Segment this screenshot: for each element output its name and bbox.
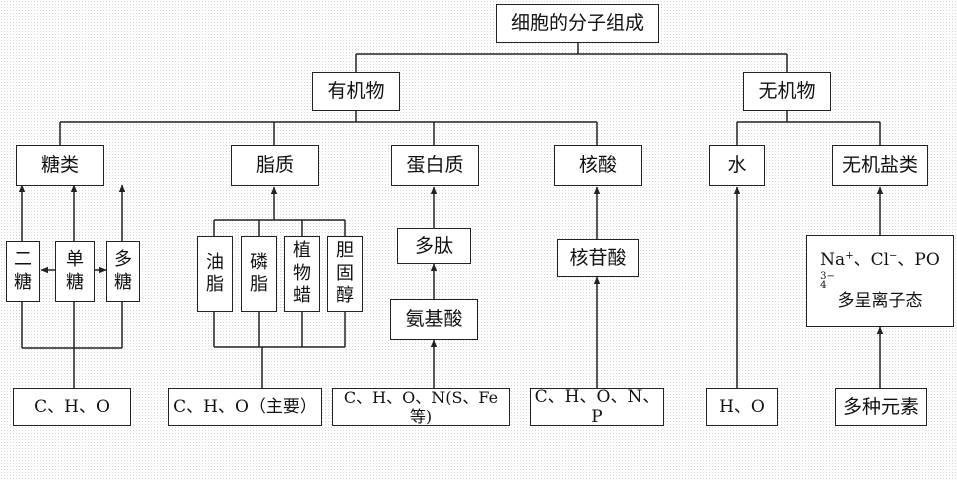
char: 醇 (336, 285, 354, 307)
polypeptide-box: 多肽 (397, 228, 471, 264)
nucleic-acid-box: 核酸 (554, 145, 642, 186)
char: 脂 (250, 274, 268, 295)
phospholipid-box: 磷 脂 (241, 236, 277, 312)
char: 糖 (114, 271, 132, 293)
monosaccharide-box: 单 糖 (55, 241, 95, 302)
charge: + (845, 250, 854, 262)
polysaccharide-box: 多 糖 (106, 241, 140, 302)
char: 植 (293, 240, 311, 262)
ion-state-text: 多呈离子态 (837, 291, 923, 311)
inorganic-salt-box: 无机盐类 (832, 145, 928, 186)
nucleotide-box: 核苷酸 (557, 239, 639, 277)
char: 糖 (66, 271, 84, 293)
protein-box: 蛋白质 (391, 145, 479, 186)
separator: 、 (853, 250, 871, 271)
phosphate-charge: 3−4 (820, 271, 940, 291)
lipid-elements-box: C、H、O（主要） (168, 388, 322, 426)
separator: 、 (897, 250, 915, 271)
char: 多 (114, 249, 132, 270)
char: 物 (293, 262, 311, 284)
protein-elements-box: C、H、O、N(S、Fe等) (332, 388, 510, 426)
char: 固 (336, 262, 354, 284)
lipid-box: 脂质 (231, 145, 319, 186)
char: 单 (66, 249, 84, 270)
amino-acid-box: 氨基酸 (390, 299, 478, 340)
char: 油 (206, 251, 224, 273)
sugar-elements-box: C、H、O (13, 388, 131, 426)
charge: − (889, 250, 898, 262)
sugar-box: 糖类 (16, 145, 104, 186)
char: 蜡 (293, 285, 311, 307)
subscript: 4 (820, 280, 827, 291)
salt-elements-box: 多种元素 (835, 388, 927, 426)
phosphate-ion: PO (914, 250, 940, 271)
char: 二 (14, 249, 32, 270)
inorganic-box: 无机物 (743, 72, 831, 111)
water-box: 水 (709, 145, 765, 186)
water-elements-box: H、O (706, 388, 778, 426)
char: 磷 (250, 251, 268, 273)
charge: 3− (820, 271, 835, 282)
char: 胆 (336, 240, 354, 262)
sodium-ion: Na (820, 250, 846, 271)
root-box: 细胞的分子组成 (496, 4, 659, 43)
fat-box: 油 脂 (197, 236, 233, 312)
char: 脂 (206, 274, 224, 295)
cholesterol-box: 胆 固 醇 (327, 236, 363, 312)
nucleic-elements-box: C、H、O、N、P (530, 387, 664, 427)
disaccharide-box: 二 糖 (6, 241, 40, 302)
char: 糖 (14, 271, 32, 293)
plant-wax-box: 植 物 蜡 (284, 236, 320, 312)
organic-box: 有机物 (312, 72, 400, 111)
chloride-ion: Cl (870, 250, 890, 271)
